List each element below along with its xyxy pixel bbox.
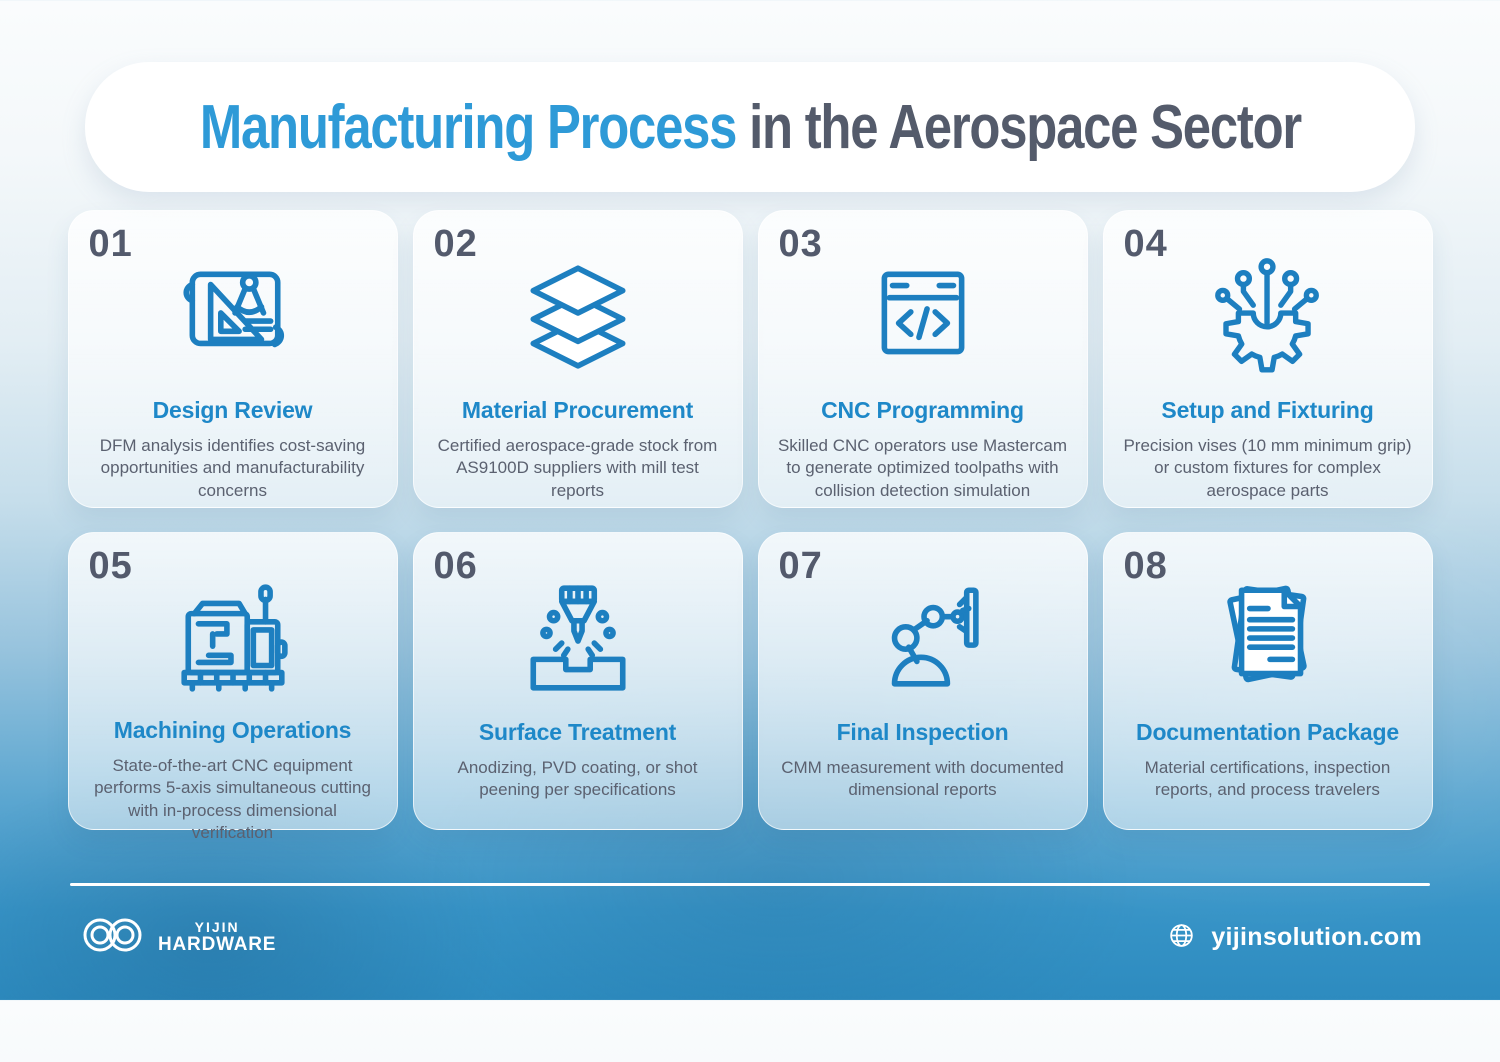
step-title: Documentation Package xyxy=(1136,719,1399,745)
step-number: 01 xyxy=(88,223,133,265)
step-description: State-of-the-art CNC equipment performs … xyxy=(94,756,371,843)
step-description: Certified aerospace-grade stock from AS9… xyxy=(437,436,718,500)
globe-icon xyxy=(1168,922,1195,954)
code-window-icon xyxy=(862,253,984,377)
gear-circuit-icon xyxy=(1208,253,1326,377)
step-title: Final Inspection xyxy=(836,719,1009,745)
step-card-08: 08 Documentation Package Material certif… xyxy=(1102,532,1433,830)
step-card-01: 01 Design Review DFM analysis identifies… xyxy=(67,210,398,508)
step-title: Design Review xyxy=(152,397,313,423)
website-url[interactable]: yijinsolution.com xyxy=(1211,923,1422,951)
step-description: Skilled CNC operators use Mastercam to g… xyxy=(777,436,1068,500)
robot-arm-icon xyxy=(862,575,984,699)
step-number: 08 xyxy=(1123,545,1168,587)
surface-blast-icon xyxy=(517,575,639,699)
brand-logo: YIJIN HARDWARE xyxy=(80,912,276,963)
step-description: CMM measurement with documented dimensio… xyxy=(781,758,1064,800)
footer: YIJIN HARDWARE yijinsolution.com xyxy=(0,883,1500,963)
step-card-04: 04 Setup and Fixturing Precision vises (… xyxy=(1102,210,1433,508)
infinity-rings-icon xyxy=(80,912,146,963)
step-title: Setup and Fixturing xyxy=(1161,397,1374,423)
step-title: Surface Treatment xyxy=(478,719,677,745)
step-number: 07 xyxy=(778,545,823,587)
step-description: Precision vises (10 mm minimum grip) or … xyxy=(1123,436,1412,500)
step-card-06: 06 Surface Treatment Anodizing, PVD coat… xyxy=(412,532,743,830)
footer-divider xyxy=(70,883,1430,886)
step-number: 03 xyxy=(778,223,823,265)
brand-name: YIJIN HARDWARE xyxy=(158,920,276,955)
brand-name-top: YIJIN xyxy=(194,919,240,936)
website-link[interactable]: yijinsolution.com xyxy=(1168,922,1422,954)
step-title: Machining Operations xyxy=(113,717,352,743)
blueprint-compass-icon xyxy=(172,253,294,377)
documents-stack-icon xyxy=(1207,575,1329,699)
step-number: 05 xyxy=(88,545,133,587)
brand-name-bottom: HARDWARE xyxy=(158,933,277,955)
step-card-07: 07 Final Inspection CMM measurement with… xyxy=(757,532,1088,830)
step-number: 06 xyxy=(433,545,478,587)
step-description: DFM analysis identifies cost-saving oppo… xyxy=(99,436,366,500)
page-title-highlight: Manufacturing Process xyxy=(199,92,737,162)
step-number: 02 xyxy=(433,223,478,265)
page-title: Manufacturing Process in the Aerospace S… xyxy=(199,92,1302,163)
step-description: Material certifications, inspection repo… xyxy=(1144,758,1391,800)
step-card-02: 02 Material Procurement Certified aerosp… xyxy=(412,210,743,508)
process-steps-grid: 01 Design Review DFM analysis identifies… xyxy=(67,210,1433,842)
step-description: Anodizing, PVD coating, or shot peening … xyxy=(457,758,698,800)
step-card-05: 05 Machining Operations State-of-the-art… xyxy=(67,532,398,842)
step-title: CNC Programming xyxy=(821,397,1024,423)
material-layers-icon xyxy=(517,253,639,377)
step-number: 04 xyxy=(1123,223,1168,265)
cnc-machine-icon xyxy=(172,575,294,697)
step-title: Material Procurement xyxy=(461,397,694,423)
step-card-03: 03 CNC Programming Skilled CNC operators… xyxy=(757,210,1088,508)
page-title-rest: in the Aerospace Sector xyxy=(735,92,1302,162)
title-banner: Manufacturing Process in the Aerospace S… xyxy=(85,62,1415,192)
